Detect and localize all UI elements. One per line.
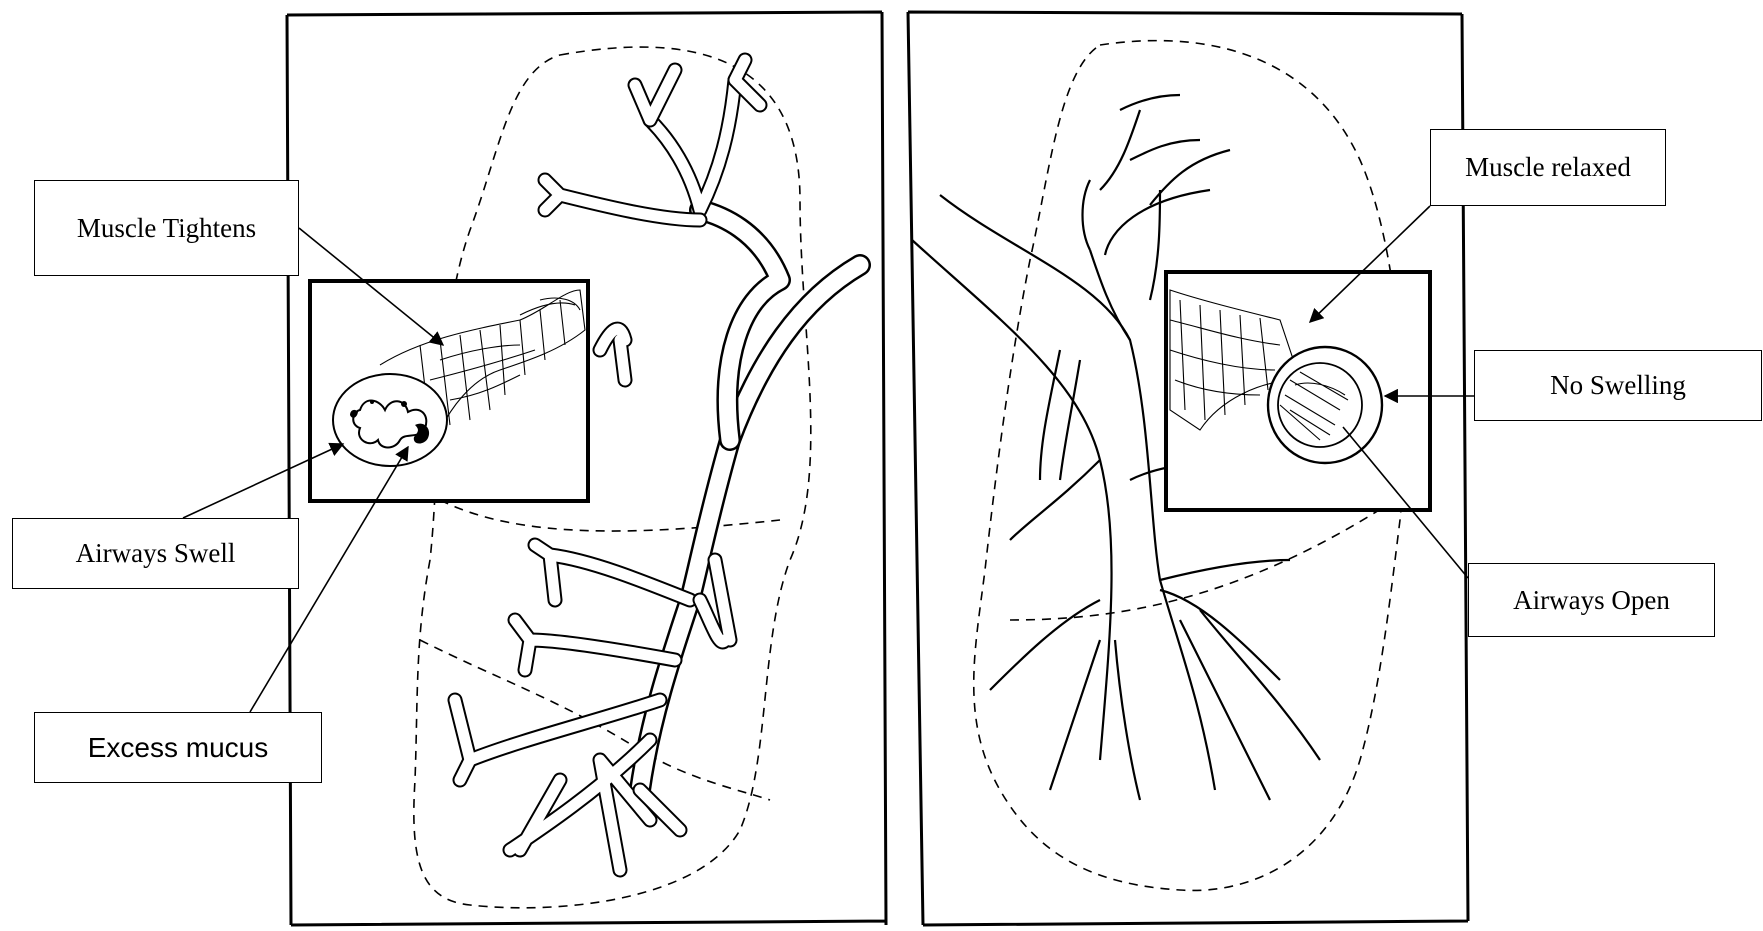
constricted-airway-inset [310,281,588,501]
right-lung-lobe-line [1010,500,1395,620]
label-muscle-relaxed: Muscle relaxed [1430,129,1666,206]
right-panel-normal-lung [908,12,1474,925]
label-muscle-tightens: Muscle Tightens [34,180,299,276]
label-no-swelling: No Swelling [1474,350,1762,421]
label-excess-mucus: Excess mucus [34,712,322,783]
left-lung-lobe-line [440,500,780,531]
left-panel-asthmatic-lung [183,12,886,925]
relaxed-airway-inset [1166,272,1430,510]
label-airways-open: Airways Open [1468,563,1715,637]
label-airways-swell: Airways Swell [12,518,299,589]
